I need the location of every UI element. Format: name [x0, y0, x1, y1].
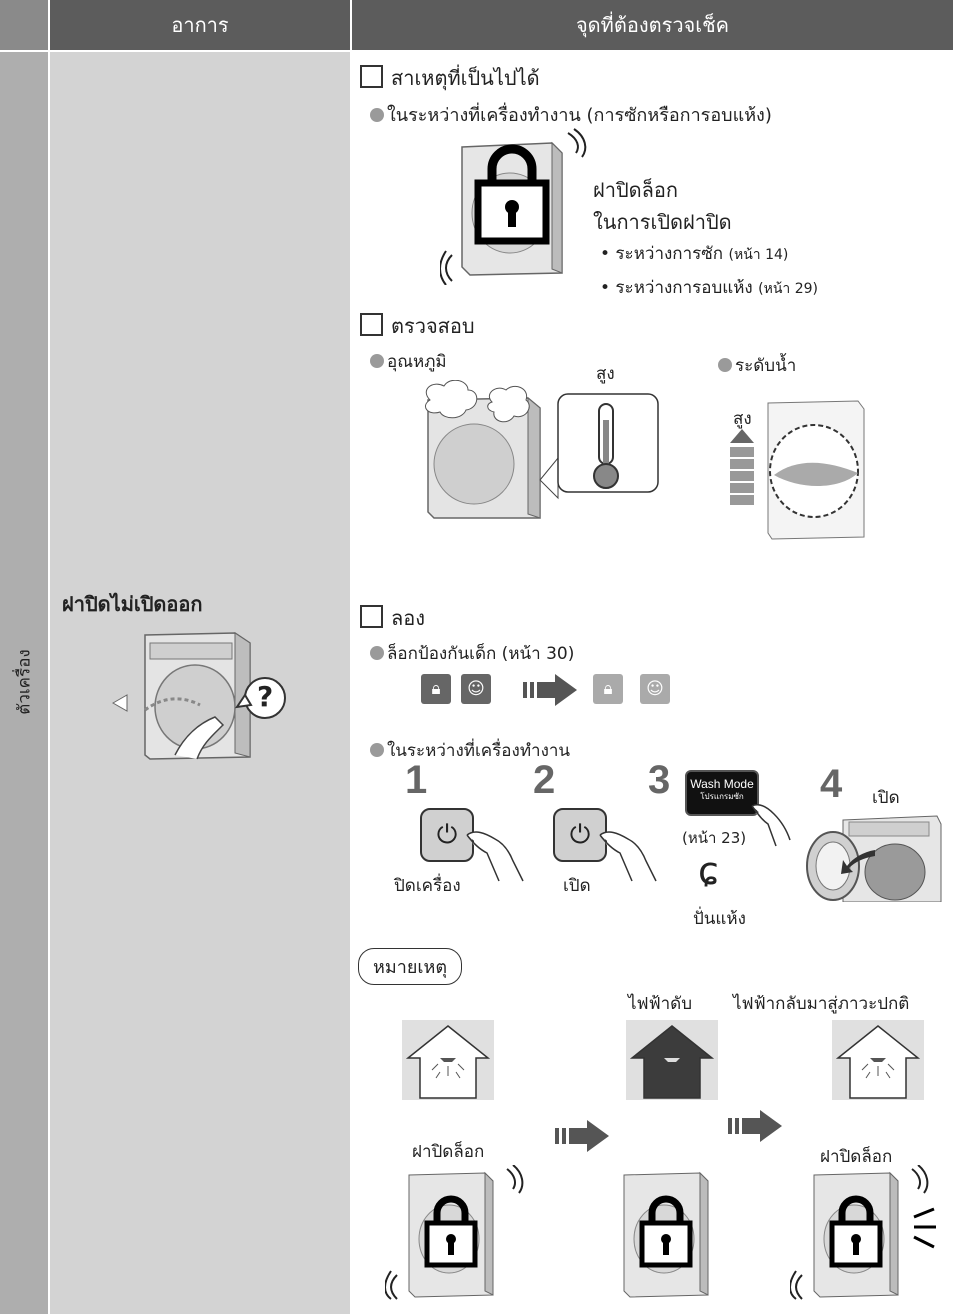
check-title: ตรวจสอบ	[360, 310, 475, 342]
step-2-number: 2	[533, 758, 555, 803]
wash-mode-label: Wash Mode	[690, 777, 754, 791]
cause-title: สาเหตุที่เป็นไปได้	[360, 62, 540, 94]
arrow-right-icon	[523, 672, 579, 708]
arrow-right-icon	[728, 1108, 784, 1144]
note-title: หมายเหตุ	[358, 948, 462, 985]
bullet-dot	[370, 743, 384, 757]
locked-washer-small-middle	[600, 1165, 720, 1300]
child-lock-label: ล็อกป้องกันเด็ก (หน้า 30)	[370, 640, 574, 667]
bullet-dot	[370, 646, 384, 660]
header-check: จุดที่ต้องตรวจเช็ค	[352, 0, 953, 50]
spin-dry-icon: ɕ	[698, 852, 719, 890]
open-door-washer-illustration	[803, 810, 943, 902]
locked-washer-small-right	[790, 1165, 940, 1300]
water-level-label: ระดับน้ำ	[718, 352, 796, 379]
checkbox-try	[360, 605, 383, 628]
question-mark: ?	[257, 680, 273, 713]
bullet-washing: • ระหว่างการซัก (หน้า 14)	[600, 240, 788, 267]
try-title: ลอง	[360, 602, 425, 634]
locked-washer-illustration	[440, 125, 590, 285]
header-side-cell	[0, 0, 48, 50]
step-1-number: 1	[405, 758, 427, 803]
bullet-dot	[370, 354, 384, 368]
child-face-icon: ☺	[461, 674, 491, 704]
step-4-label: เปิด	[872, 784, 900, 811]
temperature-label: อุณหภูมิ	[370, 348, 447, 375]
locked-label-left: ฝาปิดล็อก	[412, 1138, 484, 1165]
arrow-right-icon	[555, 1118, 611, 1154]
locked-washer-small-left	[385, 1165, 535, 1300]
step-3-ref: (หน้า 23)	[682, 826, 746, 850]
child-face-icon-dimmed: ☺	[640, 674, 670, 704]
water-level-illustration	[728, 395, 868, 545]
lock-icon: 🔒︎	[421, 674, 451, 704]
lock-text-line1: ฝาปิดล็อก	[593, 174, 678, 206]
side-label: ตัวเครื่อง	[11, 649, 38, 714]
finger-press-icon	[465, 825, 525, 885]
house-light-restored-illustration	[832, 1020, 924, 1100]
wash-mode-button[interactable]: Wash Mode โปรแกรมซัก	[685, 770, 759, 816]
finger-press-icon	[750, 800, 800, 850]
step-3-label: ปั่นแห้ง	[693, 905, 746, 932]
checkbox-check	[360, 313, 383, 336]
step-2-label: เปิด	[563, 872, 591, 899]
step-3-number: 3	[648, 758, 670, 803]
bullet-dot	[718, 358, 732, 372]
lock-text-line2: ในการเปิดฝาปิด	[593, 206, 732, 238]
hot-washer-illustration	[410, 380, 670, 520]
step-4-number: 4	[820, 762, 842, 807]
bullet-dot	[370, 108, 384, 122]
header-symptom: อาการ	[50, 0, 350, 50]
house-light-on-illustration	[402, 1020, 494, 1100]
symptom-title: ฝาปิดไม่เปิดออก	[62, 588, 203, 620]
house-dark-illustration	[626, 1020, 718, 1100]
step-1-label: ปิดเครื่อง	[394, 872, 461, 899]
lock-icon-dimmed: 🔒︎	[593, 674, 623, 704]
power-off-label: ไฟฟ้าดับ	[628, 990, 692, 1017]
wash-mode-sublabel: โปรแกรมซัก	[687, 792, 757, 802]
power-restored-label: ไฟฟ้ากลับมาสู่ภาวะปกติ	[733, 990, 909, 1017]
bullet-drying: • ระหว่างการอบแห้ง (หน้า 29)	[600, 274, 818, 301]
finger-press-icon	[598, 825, 658, 885]
checkbox-cause	[360, 65, 383, 88]
